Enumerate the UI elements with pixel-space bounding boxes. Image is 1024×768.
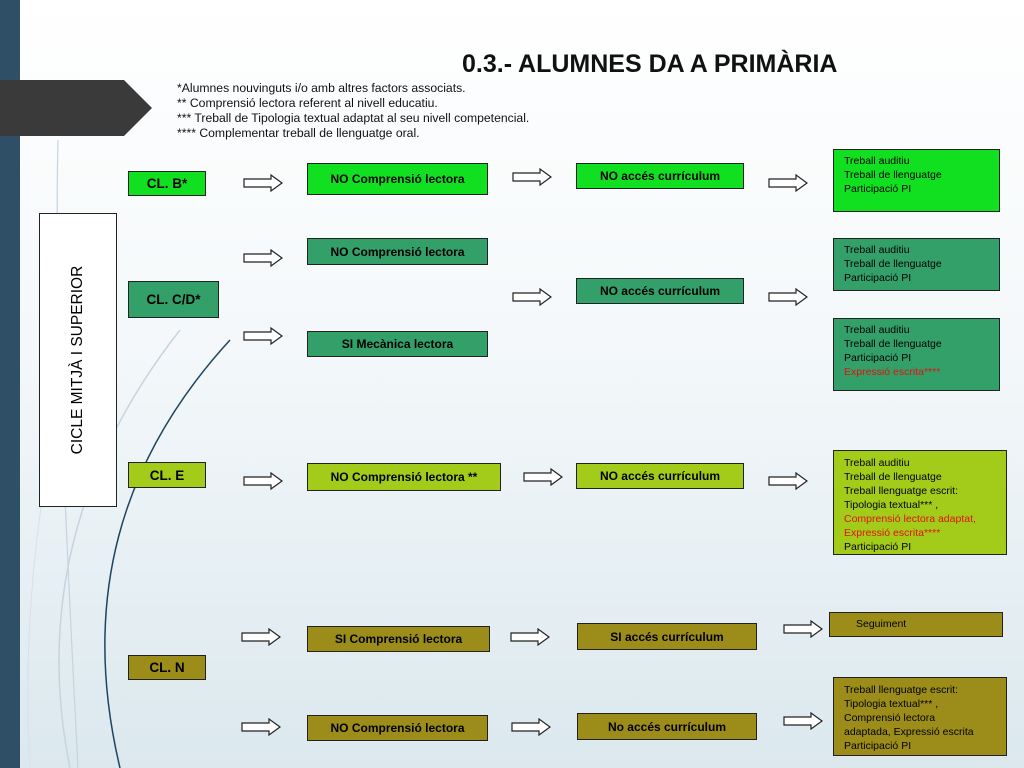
stage2-cd-box: NO accés currículum	[576, 278, 744, 304]
class-n-box: CL. N	[128, 655, 206, 680]
stage1-e-box: NO Comprensió lectora **	[307, 463, 501, 491]
arrow-right-icon	[768, 472, 808, 490]
note-3: *** Treball de Tipologia textual adaptat…	[177, 111, 530, 125]
arrow-right-icon	[768, 174, 808, 192]
outcome-b-box: Treball auditiu Treball de llenguatge Pa…	[833, 149, 1000, 212]
outcome-b-line-3: Participació PI	[844, 183, 912, 195]
arrow-right-icon	[768, 288, 808, 306]
outcome-e-line-6: Expressió escrita****	[844, 527, 941, 539]
stage1-b-box: NO Comprensió lectora	[307, 163, 488, 195]
outcome-n2-line-3: Comprensió lectora	[844, 712, 936, 724]
outcome-e-line-3: Treball llenguatge escrit:	[844, 485, 959, 497]
arrow-right-icon	[243, 472, 283, 490]
outcome-e-line-2: Treball de llenguatge	[844, 471, 942, 483]
arrow-right-icon	[783, 712, 823, 730]
class-e-box: CL. E	[128, 462, 206, 488]
outcome-b-line-1: Treball auditiu	[844, 155, 910, 167]
outcome-n2-line-1: Treball llenguatge escrit:	[844, 684, 959, 696]
outcome-cd1-line-3: Participació PI	[844, 272, 912, 284]
arrow-right-icon	[243, 249, 283, 267]
note-1: *Alumnes nouvinguts i/o amb altres facto…	[177, 81, 466, 95]
outcome-n2-line-5: Participació PI	[844, 740, 912, 752]
note-4: **** Complementar treball de llenguatge …	[177, 126, 420, 140]
stage1-n1-box: SI Comprensió lectora	[307, 626, 490, 652]
class-cd-box: CL. C/D*	[128, 281, 219, 318]
stage1-cd2-box: SI Mecànica lectora	[307, 331, 488, 357]
arrow-right-icon	[512, 288, 552, 306]
outcome-cd2-box: Treball auditiu Treball de llenguatge Pa…	[833, 318, 1000, 391]
title-tab-shape	[0, 80, 152, 136]
outcome-n2-line-4: adaptada, Expressió escrita	[844, 726, 974, 738]
outcome-cd2-line-1: Treball auditiu	[844, 324, 910, 336]
outcome-b-line-2: Treball de llenguatge	[844, 169, 942, 181]
stage2-n1-box: SI accés currículum	[577, 623, 757, 650]
stage2-n2-box: No accés currículum	[577, 713, 757, 740]
outcome-n1-line-1: Seguiment	[856, 618, 907, 630]
page-title: 0.3.- ALUMNES DA A PRIMÀRIA	[462, 50, 838, 78]
outcome-n1-box: Seguiment	[829, 612, 1003, 637]
outcome-cd1-line-1: Treball auditiu	[844, 244, 910, 256]
cycle-label: CICLE MITJÀ I SUPERIOR	[69, 265, 86, 455]
outcome-e-line-5: Comprensió lectora adaptat,	[844, 513, 976, 525]
outcome-cd2-line-2: Treball de llenguatge	[844, 338, 942, 350]
arrow-right-icon	[243, 174, 283, 192]
outcome-n2-line-2: Tipologia textual*** ,	[844, 698, 939, 710]
outcome-cd2-line-4: Expressió escrita****	[844, 366, 941, 378]
stage1-n2-box: NO Comprensió lectora	[307, 715, 488, 741]
arrow-right-icon	[241, 628, 281, 646]
left-sidebar-strip	[0, 0, 20, 768]
outcome-e-box: Treball auditiu Treball de llenguatge Tr…	[833, 450, 1007, 555]
stage2-e-box: NO accés currículum	[576, 463, 744, 489]
arrow-right-icon	[783, 620, 823, 638]
stage1-cd1-box: NO Comprensió lectora	[307, 238, 488, 265]
outcome-e-line-7: Participació PI	[844, 541, 912, 553]
outcome-n2-box: Treball llenguatge escrit: Tipologia tex…	[833, 677, 1007, 756]
arrow-right-icon	[511, 718, 551, 736]
arrow-right-icon	[510, 628, 550, 646]
notes-block: *Alumnes nouvinguts i/o amb altres facto…	[177, 81, 529, 141]
note-2: ** Comprensió lectora referent al nivell…	[177, 96, 438, 110]
outcome-cd1-box: Treball auditiu Treball de llenguatge Pa…	[833, 238, 1000, 291]
stage2-b-box: NO accés currículum	[576, 163, 744, 189]
outcome-cd2-line-3: Participació PI	[844, 352, 912, 364]
outcome-e-line-1: Treball auditiu	[844, 457, 910, 469]
cycle-label-box: CICLE MITJÀ I SUPERIOR	[39, 213, 117, 507]
arrow-right-icon	[512, 168, 552, 186]
arrow-right-icon	[243, 327, 283, 345]
class-b-box: CL. B*	[128, 171, 206, 196]
outcome-cd1-line-2: Treball de llenguatge	[844, 258, 942, 270]
outcome-e-line-4: Tipologia textual*** ,	[844, 499, 939, 511]
arrow-right-icon	[241, 718, 281, 736]
arrow-right-icon	[523, 468, 563, 486]
